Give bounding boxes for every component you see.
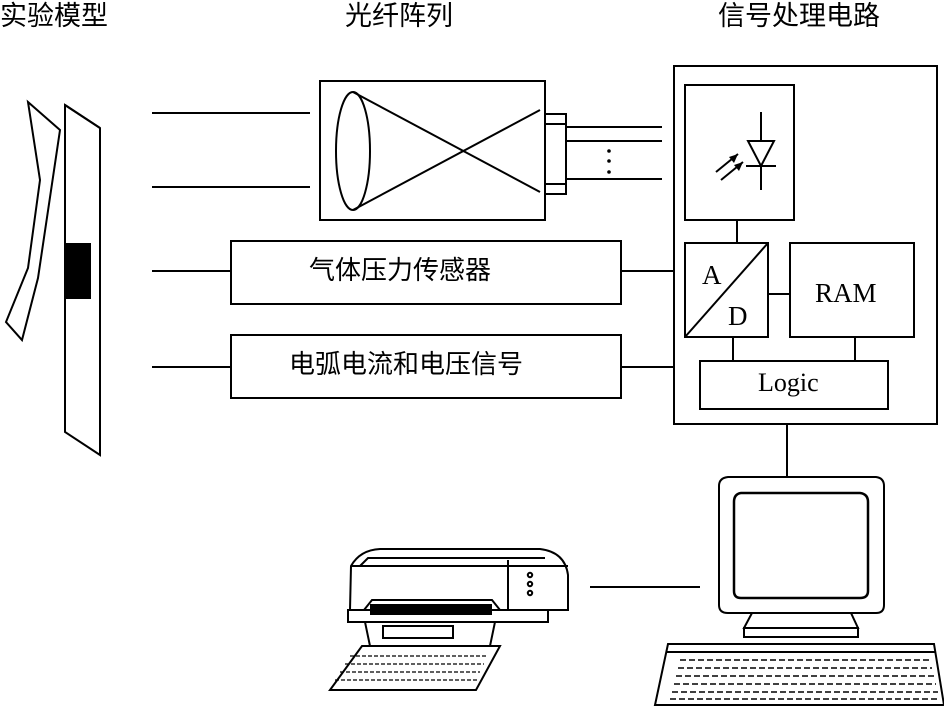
gas-pressure-sensor-label: 气体压力传感器 <box>309 256 492 286</box>
header-fiber-array: 光纤阵列 <box>345 1 453 32</box>
experiment-model-plates-icon <box>4 99 101 457</box>
ram-box <box>789 242 915 338</box>
ad-converter-box <box>684 242 769 338</box>
printer-icon <box>328 548 569 691</box>
logic-label: Logic <box>758 368 819 397</box>
lens-fiber-array-icon <box>319 80 567 221</box>
header-signal-processing: 信号处理电路 <box>718 1 880 32</box>
header-experiment-model: 实验模型 <box>0 1 108 32</box>
arc-signal-box <box>230 334 622 399</box>
ad-label-d: D <box>728 301 748 331</box>
photodiode-icon <box>684 84 795 221</box>
arc-signal-label: 电弧电流和电压信号 <box>289 350 524 380</box>
computer-monitor-icon <box>718 476 885 638</box>
gas-pressure-sensor-box <box>230 240 622 305</box>
logic-box <box>699 360 889 410</box>
ram-label: RAM <box>815 278 877 308</box>
keyboard-icon <box>653 643 944 706</box>
ad-label-a: A <box>702 260 722 290</box>
